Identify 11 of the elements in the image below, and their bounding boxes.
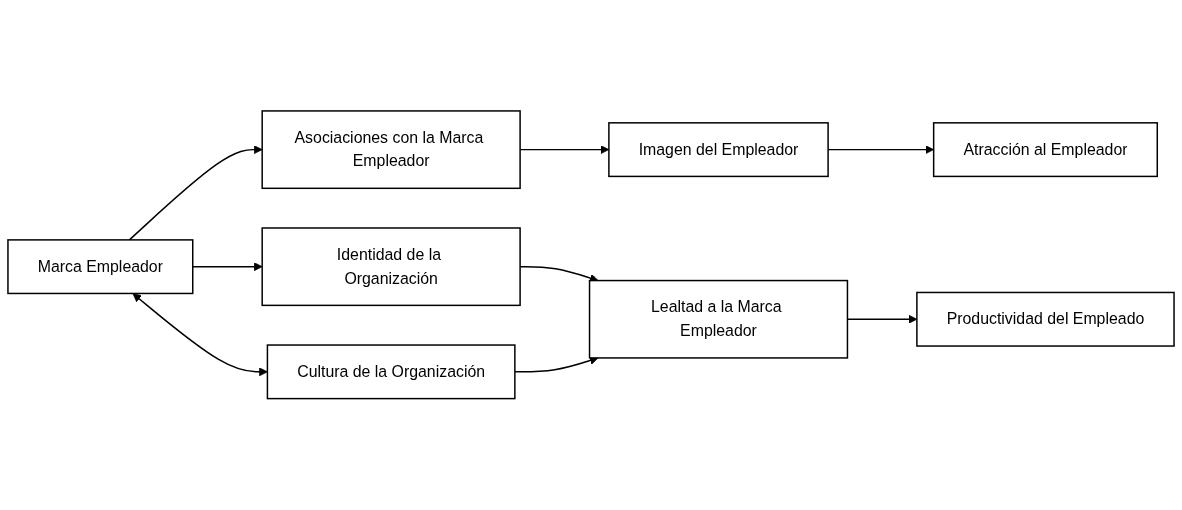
node-box: Cultura de la Organización <box>266 344 516 400</box>
node-box: Productividad del Empleado <box>916 291 1175 347</box>
node-box: Marca Empleador <box>7 239 194 295</box>
node-box: Asociaciones con la Marca Empleador <box>261 110 521 190</box>
node-box: Lealtad a la Marca Empleador <box>588 280 849 359</box>
node-box: Identidad de la Organización <box>261 227 521 307</box>
node-box: Imagen del Empleador <box>608 122 829 178</box>
arrow <box>128 145 263 241</box>
arrow <box>132 293 268 377</box>
node-box: Atracción al Empleador <box>932 122 1159 178</box>
arrow <box>192 262 263 272</box>
